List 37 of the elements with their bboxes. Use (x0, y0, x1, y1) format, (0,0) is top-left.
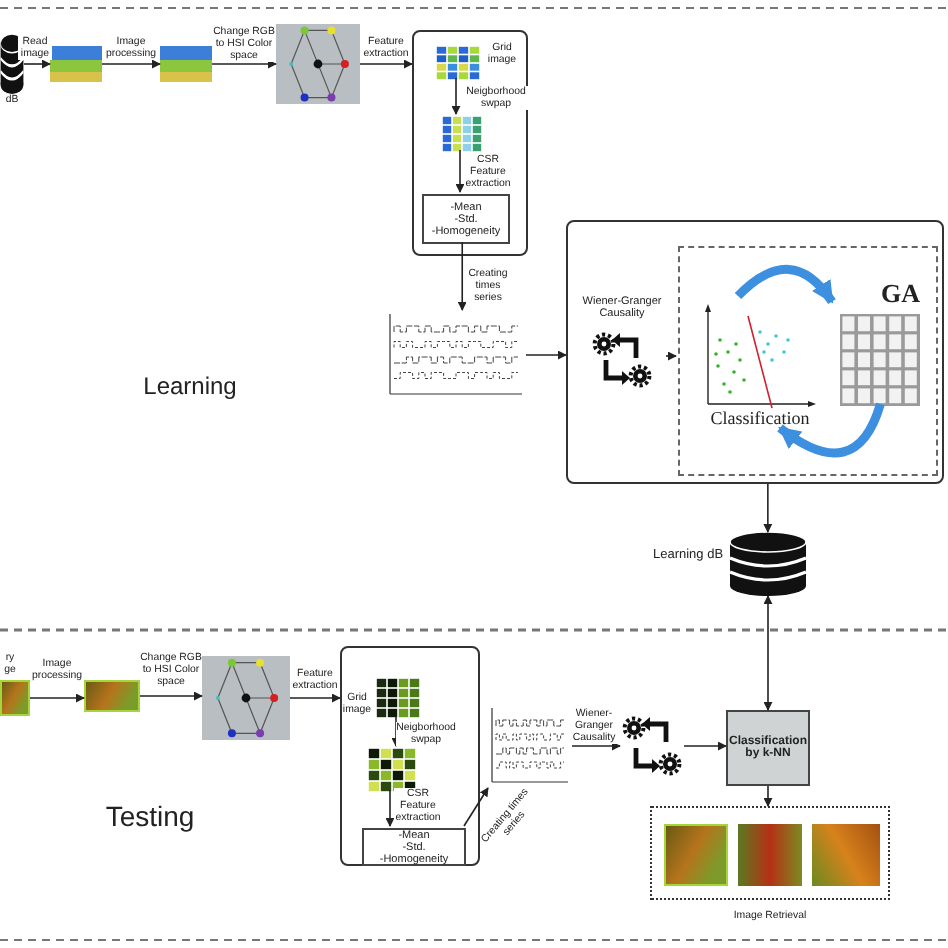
arrow (683, 741, 727, 751)
photo-placeholder (664, 824, 728, 886)
arrow (385, 789, 395, 827)
database-icon (728, 532, 808, 596)
photo-placeholder (160, 46, 212, 82)
photo-placeholder (50, 46, 102, 82)
curved-arrow (734, 264, 836, 305)
arrow (665, 351, 677, 361)
process-panel (566, 220, 944, 484)
arrow (211, 59, 277, 69)
arrow (525, 350, 567, 360)
arrow (457, 241, 467, 311)
section-title: Testing (103, 800, 197, 834)
photo-placeholder (738, 824, 802, 886)
arrow (391, 715, 401, 747)
dashed-frame (678, 246, 938, 476)
arrow (455, 149, 465, 193)
curved-arrow (777, 402, 885, 458)
photo-placeholder (0, 680, 30, 716)
arrow (359, 59, 413, 69)
arrow (763, 595, 773, 711)
arrow (23, 59, 51, 69)
arrow (139, 691, 203, 701)
result-frame (650, 806, 890, 900)
node-label: GA (881, 280, 920, 308)
section-title: Learning (141, 372, 239, 402)
arrow (29, 693, 85, 703)
photo-placeholder (812, 824, 880, 886)
arrow (101, 59, 161, 69)
arrow (763, 785, 773, 807)
arrow (463, 787, 489, 827)
photo-placeholder (84, 680, 140, 712)
arrow (289, 693, 341, 703)
arrow (571, 741, 621, 751)
arrow (451, 77, 461, 115)
node-label: Classification (708, 408, 812, 430)
arrow (763, 483, 773, 533)
